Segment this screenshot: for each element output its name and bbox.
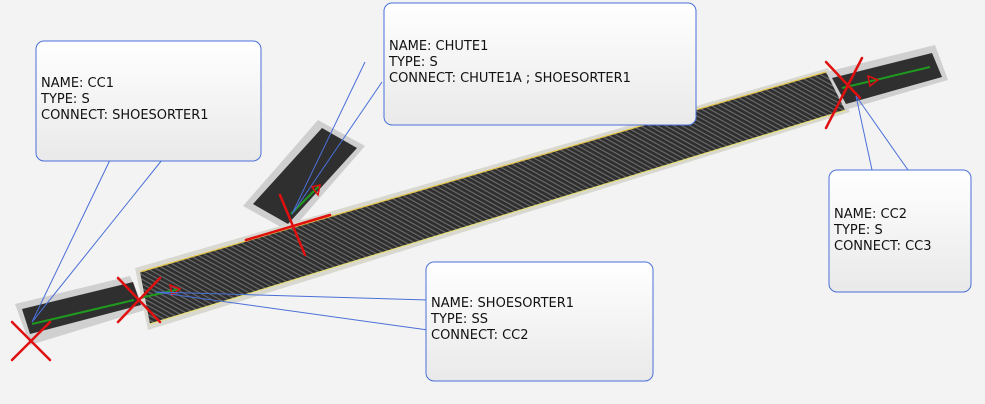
callout-shoesorter1: NAME: SHOESORTER1 TYPE: SS CONNECT: CC2 (431, 296, 574, 344)
leader-cc1 (31, 159, 163, 323)
callout-box-chute1 (383, 2, 697, 126)
marker-cc2 (824, 56, 864, 130)
callout-cc2-type: TYPE: S (834, 223, 883, 238)
callout-shoesorter1-type: TYPE: SS (431, 312, 488, 327)
callout-cc1-connect: CONNECT: SHOESORTER1 (41, 108, 209, 123)
callout-leader-lines (31, 61, 909, 331)
callout-cc2-name: NAME: CC2 (834, 207, 907, 222)
callout-chute1-connect: CONNECT: CHUTE1A ; SHOESORTER1 (389, 71, 631, 86)
callout-cc2: NAME: CC2 TYPE: S CONNECT: CC3 (834, 207, 932, 255)
leader-cc2 (855, 95, 909, 171)
callout-box-cc2 (828, 169, 972, 293)
callout-cc1-name: NAME: CC1 (41, 76, 114, 91)
callout-cc2-connect: CONNECT: CC3 (834, 239, 932, 254)
conveyor-shoesorter1-belt (140, 72, 846, 324)
callout-box-cc1 (35, 40, 262, 162)
conveyor-chute1[interactable] (243, 120, 365, 232)
conveyor-cc1-belt (22, 282, 141, 334)
connection-markers (10, 56, 864, 362)
callout-chute1: NAME: CHUTE1 TYPE: S CONNECT: CHUTE1A ; … (389, 39, 631, 87)
conveyor-cc2-belt (832, 53, 942, 104)
marker-cc1-shoesorter1 (116, 276, 162, 324)
callout-shoesorter1-connect: CONNECT: CC2 (431, 328, 529, 343)
callout-boxes (35, 2, 972, 382)
callout-shoesorter1-name: NAME: SHOESORTER1 (431, 296, 575, 311)
leader-chute1 (291, 61, 383, 215)
callout-chute1-name: NAME: CHUTE1 (389, 39, 489, 54)
callout-cc1-type: TYPE: S (41, 92, 90, 107)
callout-chute1-type: TYPE: S (389, 55, 438, 70)
conveyor-cc1[interactable] (15, 276, 145, 345)
callout-cc1: NAME: CC1 TYPE: S CONNECT: SHOESORTER1 (41, 76, 209, 124)
callout-box-shoesorter1 (425, 261, 654, 382)
conveyor-chute1-belt (253, 128, 357, 224)
leader-shoesorter1 (154, 291, 429, 331)
marker-chute1 (244, 193, 332, 257)
flow-arrowheads (168, 74, 880, 297)
marker-cc1-start (10, 320, 52, 362)
